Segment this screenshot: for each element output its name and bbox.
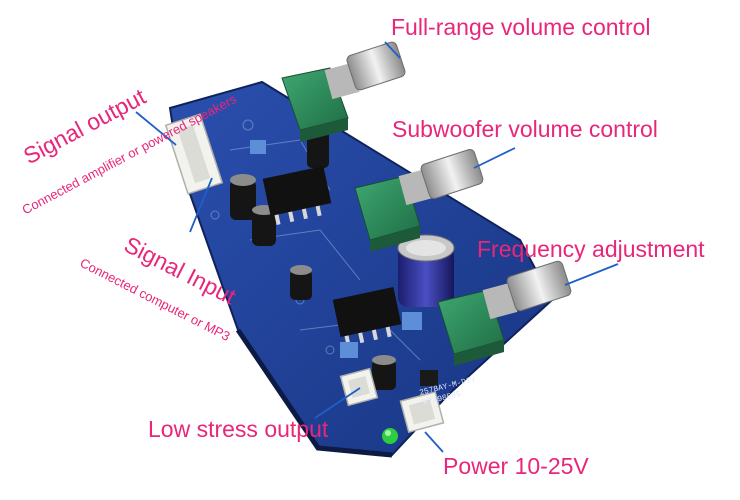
label-subwoofer-volume: Subwoofer volume control [392, 116, 658, 142]
ic-chip [332, 286, 402, 346]
film-capacitor [250, 140, 266, 154]
label-power: Power 10-25V [443, 453, 589, 479]
potentiometer-frequency [437, 260, 572, 366]
pointer-signal-output [135, 111, 177, 146]
pointer-low-stress [314, 387, 361, 419]
potentiometer-full-range [281, 41, 406, 142]
green-led [382, 428, 398, 444]
large-blue-capacitor [397, 234, 455, 307]
electrolytic-capacitor [230, 174, 256, 220]
low-stress-output-connector [339, 367, 379, 407]
pointer-power [424, 431, 444, 453]
label-low-stress-output: Low stress output [148, 416, 329, 442]
pointer-signal-input [189, 177, 213, 233]
pointer-frequency [564, 263, 619, 286]
film-capacitor [340, 342, 358, 358]
pcb-edge [235, 328, 393, 458]
pointer-subwoofer [473, 147, 516, 169]
film-capacitor [402, 312, 422, 330]
pointer-lines [135, 41, 619, 453]
ic-chip [262, 165, 332, 225]
label-full-range-volume: Full-range volume control [391, 14, 651, 40]
electrolytic-capacitor [290, 265, 312, 300]
power-connector [399, 390, 445, 434]
signal-output-connector [164, 113, 224, 195]
regulator-component [420, 370, 438, 386]
pointer-full-range [384, 41, 401, 59]
electrolytic-capacitor [372, 355, 396, 390]
label-frequency-adjustment: Frequency adjustment [477, 236, 705, 262]
